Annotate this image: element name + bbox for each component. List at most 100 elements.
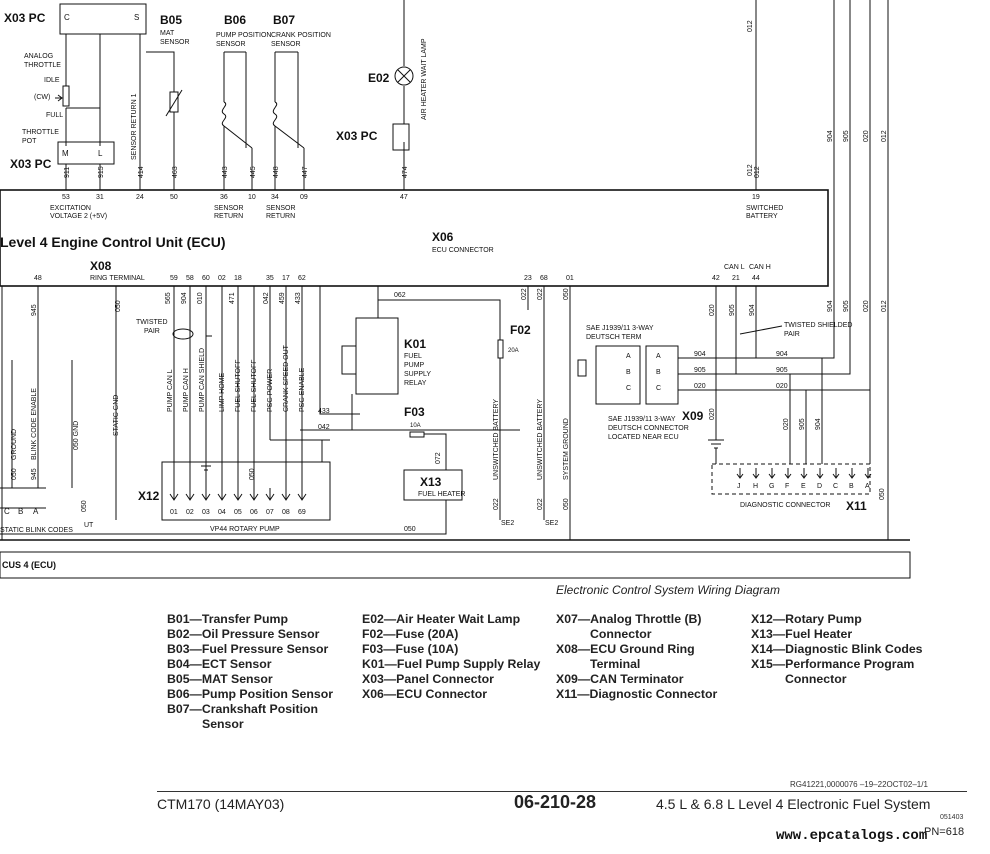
x13-connector [403,469,463,501]
f02-fuse [497,339,504,359]
legend-f02: F02—Fuse (20A) [362,627,459,641]
ecu-pin-19: 19 [752,194,760,201]
x12-pin-02: 02 [186,509,194,516]
b05-label: B05 [160,13,182,27]
x13-label: X13 [420,475,442,489]
x09-term-connector [595,345,641,405]
se2-b: SE2 [545,520,558,527]
can-h-label: CAN H [749,264,771,271]
wire-022-b: 022 [537,288,544,300]
throttle-full: FULL [46,112,63,119]
blink-pin-b: B [18,507,23,516]
ecu-bottom-pin-21: 21 [732,275,740,282]
ecu-bottom-pin-59: 59 [170,275,178,282]
legend-col-1: B01—Transfer Pump B02—Oil Pressure Senso… [167,612,333,732]
x12-pin-01: 01 [170,509,178,516]
top-wire-labels: 9115391531414244635044336445104483444709… [62,166,761,201]
x12-connector [161,461,331,521]
x06-sub: ECU CONNECTOR [432,247,494,254]
x12-signal-7: CRANK SPEED OUT [283,344,290,412]
wire-042: 042 [318,424,330,431]
ecu-short-label: CUS 4 (ECU) [2,560,56,570]
legend-x09: X09—CAN Terminator [556,672,684,686]
tsp-1: TWISTED SHIELDED [784,322,852,329]
b07-sub2: SENSOR [271,41,301,48]
legend-x08-cont: Terminal [590,657,641,671]
x09-connector [645,345,679,405]
x11-pin-J: J [737,483,741,490]
b06-sub1: PUMP POSITION [216,32,272,39]
terminator-resistor [577,359,587,377]
wire-050-d: 050 [404,526,416,533]
legend-x14: X14—Diagnostic Blink Codes [751,642,923,656]
k01-sub-2: PUMP [404,362,425,369]
can-l-label: CAN L [724,264,745,271]
throttle-label-2: THROTTLE [24,62,61,69]
sae-conn-1: SAE J1939/11 3-WAY [608,416,676,423]
wire-050-right: 050 [879,488,886,500]
wire-905-x11: 905 [799,418,806,430]
x11-pin-A: A [865,483,870,490]
ecu-bottom-pin-02: 02 [218,275,226,282]
k01-sub-3: SUPPLY [404,371,431,378]
x11-sub: DIAGNOSTIC CONNECTOR [740,502,831,509]
f03-label: F03 [404,405,425,419]
legend-b05: B05—MAT Sensor [167,672,273,686]
ecu-short-box [0,551,911,579]
x12-pin-07: 07 [266,509,274,516]
x11-connector [711,463,871,495]
x03-bottom-label: X03 PC [10,157,52,171]
wire-label-474: 474 [402,166,409,178]
unswitched-battery-1: UNSWITCHED BATTERY [493,399,500,480]
x09-pin-a1: A [626,353,631,360]
x11-pin-E: E [801,483,806,490]
legend-f03: F03—Fuse (10A) [362,642,459,656]
excitation-2: VOLTAGE 2 (+5V) [50,213,107,220]
wire-012-mid: 012 [747,164,754,176]
x03-pin-m: M [62,149,69,158]
legend-x07-cont: Connector [590,627,652,641]
right-wire-mid-1: 905 [843,300,850,312]
x11-pin-F: F [785,483,789,490]
b05-sub2: SENSOR [160,39,190,46]
wire-050-c: 050 [115,300,122,312]
ecu-bottom-pin-35: 35 [266,275,274,282]
ecu-pin-34: 34 [271,194,279,201]
x12-wire-433: 433 [295,292,302,304]
x12-signal-2: PUMP CAN SHIELD [199,348,206,412]
footer-rule [157,791,967,792]
wire-label-445: 445 [250,166,257,178]
wire-label-012: 012 [754,166,761,178]
gnd-050-label: 050 GND [73,421,80,450]
throttle-idle: IDLE [44,77,60,84]
blink-code-enable-label: BLINK CODE ENABLE [31,388,38,460]
sensor-return-label-3: SENSOR [266,205,296,212]
wire-022-d: 022 [537,498,544,510]
footer-manual: CTM170 (14MAY03) [157,796,285,812]
x09-pin-c1: C [626,385,631,392]
wire-905-can: 905 [729,304,736,316]
wire-label-447: 447 [302,166,309,178]
x08-sub: RING TERMINAL [90,275,145,282]
wire-050-a: 050 [11,468,18,480]
f03-fuse [409,431,425,438]
ecu-pin-09: 09 [300,194,308,201]
throttle-cw: (CW) [34,94,50,101]
wire-020-can: 020 [709,304,716,316]
throttle-pot: POT [22,138,37,145]
throttle-label-3: THROTTLE [22,129,59,136]
twisted-pair-2: PAIR [144,328,160,335]
k01-sub-1: FUEL [404,353,422,360]
tsp-2: PAIR [784,331,800,338]
ecu-bottom-pin-44: 44 [752,275,760,282]
se2-a: SE2 [501,520,514,527]
wire-945-b: 945 [31,468,38,480]
right-wire-top-2: 020 [863,130,870,142]
f03-rating: 10A [410,423,421,429]
wire-label-915: 915 [98,166,105,178]
x12-sub: VP44 ROTARY PUMP [210,526,280,533]
twisted-pair-symbol [172,328,194,340]
b05-sub1: MAT [160,30,175,37]
